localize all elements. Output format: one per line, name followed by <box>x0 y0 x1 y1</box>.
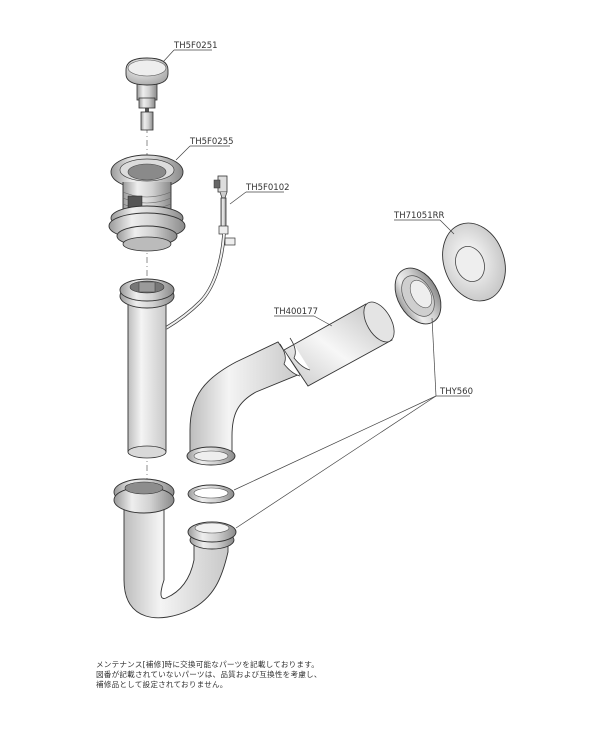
leader-packing-1 <box>233 395 437 491</box>
lever-part <box>165 175 236 330</box>
label-drain-body: TH5F0255 <box>189 137 234 147</box>
label-pop-up-cap: TH5F0251 <box>173 41 218 51</box>
label-wall-flange: TH71051RR <box>393 211 445 221</box>
label-pipe: TH400177 <box>273 307 318 317</box>
leader-drain-body <box>175 145 191 161</box>
drain-pipe-part <box>186 301 395 466</box>
leader-packing-3 <box>431 317 437 397</box>
tailpiece-part <box>119 278 175 459</box>
label-lever: TH5F0102 <box>245 183 290 193</box>
label-packing: THY560 <box>439 387 473 397</box>
maintenance-note: メンテナンス[補修]時に交換可能なパーツを記載しております。 図番が記載されてい… <box>96 660 476 690</box>
note-line-1: メンテナンス[補修]時に交換可能なパーツを記載しております。 <box>96 660 320 669</box>
drain-body-part <box>108 154 186 252</box>
wall-flange-part <box>442 222 506 302</box>
note-line-3: 補修品として設定されておりません。 <box>96 680 228 689</box>
packing-part <box>187 484 235 504</box>
p-trap-part <box>113 478 237 619</box>
pop-up-cap-part <box>125 57 169 131</box>
leader-packing-2 <box>235 395 437 529</box>
wall-nut-part <box>394 267 442 325</box>
leader-lever <box>229 191 247 205</box>
note-line-2: 図番が記載されていないパーツは、品質および互換性を考慮し、 <box>96 670 322 679</box>
leader-pop-up-cap <box>162 49 175 63</box>
